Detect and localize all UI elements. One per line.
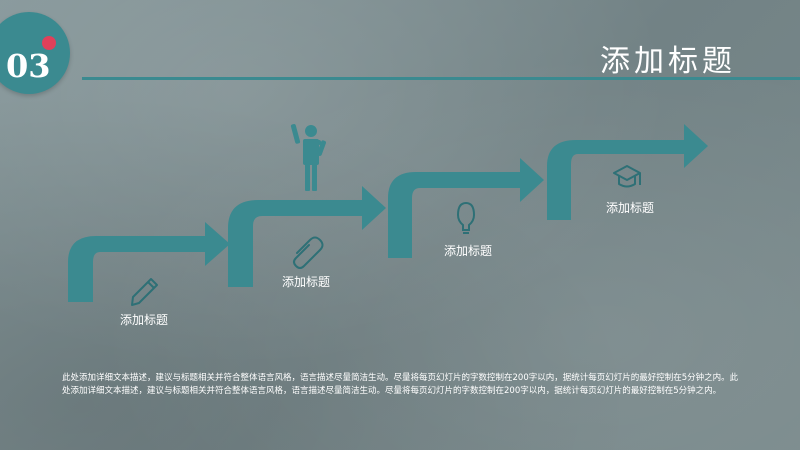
badge-accent-dot [42, 36, 56, 50]
description-text: 此处添加详细文本描述，建议与标题相关并符合整体语言风格，语言描述尽量简洁生动。尽… [62, 373, 739, 396]
step-arrow-3 [388, 158, 544, 258]
person-pointing-icon [290, 124, 326, 191]
lightbulb-icon [456, 201, 476, 234]
paperclip-icon [293, 236, 324, 269]
page-title: 添加标题 [600, 44, 736, 79]
header-divider-line [82, 77, 800, 80]
section-number-badge: 03 [0, 12, 70, 94]
section-number: 03 [6, 47, 51, 85]
step-arrow-4 [547, 124, 708, 220]
step-label-3: 添加标题 [444, 244, 493, 258]
graduation-cap-icon [613, 165, 641, 188]
step-label-1: 添加标题 [120, 313, 169, 327]
pencil-icon [131, 278, 158, 306]
step-label-4: 添加标题 [606, 201, 655, 215]
step-label-2: 添加标题 [282, 275, 331, 289]
step-arrow-2 [228, 186, 386, 287]
step-arrow-1 [68, 222, 230, 302]
